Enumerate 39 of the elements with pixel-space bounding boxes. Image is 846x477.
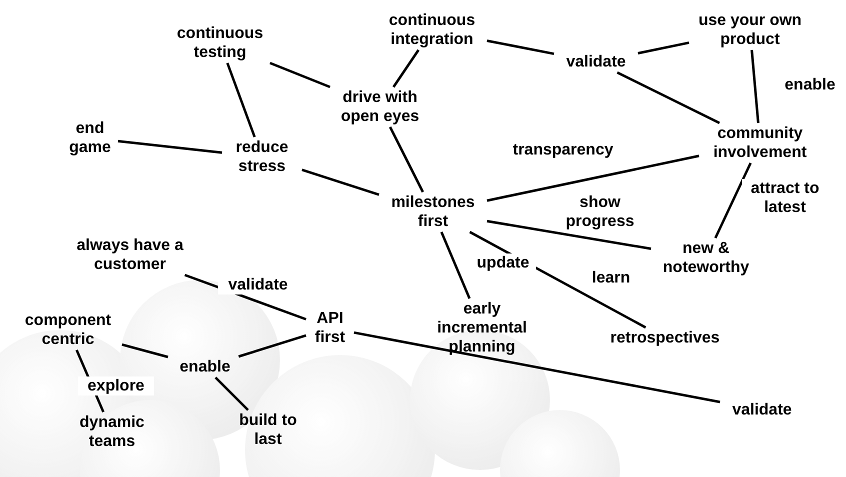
concept-text: drive with open eyes	[332, 88, 428, 126]
connector-line	[714, 162, 752, 239]
concept-text: validate	[556, 52, 636, 72]
connector-line	[354, 331, 720, 404]
connector-line	[616, 71, 720, 124]
connector-line	[638, 41, 690, 54]
concept-text: continuous testing	[170, 24, 270, 62]
connector-line	[118, 140, 222, 154]
concept-text: validate	[722, 400, 802, 420]
connector-line	[392, 49, 420, 88]
concept-text: use your own product	[691, 11, 809, 49]
concept-text: API first	[308, 309, 352, 347]
connector-line	[388, 126, 424, 193]
concept-text: milestones first	[381, 193, 485, 231]
concept-text: dynamic teams	[67, 413, 157, 451]
concept-text: enable	[170, 358, 240, 376]
connector-line	[226, 62, 256, 138]
connector-line	[486, 154, 700, 202]
concept-text: component centric	[16, 311, 120, 349]
connector-line	[214, 376, 249, 411]
connector-line	[270, 62, 330, 88]
edge-label: explore	[78, 376, 154, 396]
concept-text: reduce stress	[224, 138, 300, 176]
connector-line	[302, 168, 380, 196]
connector-line	[238, 334, 306, 358]
connector-line	[440, 232, 471, 299]
concept-text: always have a customer	[75, 236, 185, 274]
connector-line	[486, 40, 554, 56]
concept-text: new & noteworthy	[653, 239, 759, 277]
concept-text: early incremental planning	[427, 300, 537, 356]
connector-line	[486, 220, 652, 250]
concept-text: community involvement	[701, 124, 819, 162]
concept-text: continuous integration	[379, 11, 485, 49]
concept-text: end game	[64, 119, 116, 157]
connector-line	[122, 343, 168, 358]
concept-text: build to last	[228, 411, 308, 449]
connector-line	[750, 50, 760, 124]
connector-line	[184, 274, 306, 320]
concept-text: retrospectives	[600, 328, 730, 348]
